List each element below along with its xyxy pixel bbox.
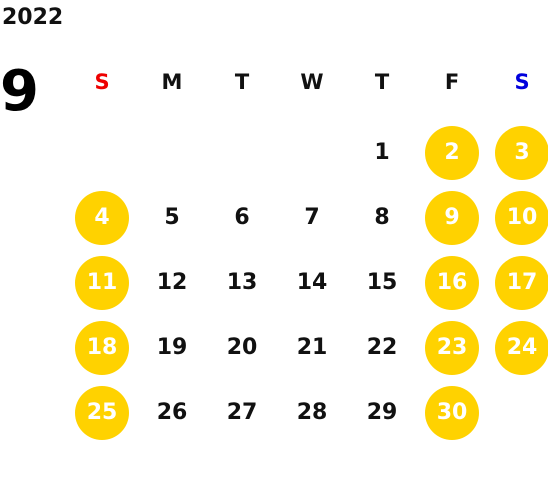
day-number: 13	[226, 270, 258, 295]
highlighted-day: 11	[75, 255, 129, 310]
day-cell[interactable]: 19	[137, 315, 207, 380]
highlighted-day: 23	[425, 320, 479, 375]
day-cell[interactable]: 23	[417, 315, 487, 380]
highlighted-day: 30	[425, 385, 479, 440]
day-cell[interactable]: 21	[277, 315, 347, 380]
day-cell[interactable]: 15	[347, 250, 417, 315]
day-number: 28	[296, 400, 328, 425]
day-cell[interactable]: 22	[347, 315, 417, 380]
day-cell[interactable]: 25	[67, 380, 137, 445]
day-cell[interactable]: 24	[487, 315, 548, 380]
day-cell[interactable]: 11	[67, 250, 137, 315]
day-number: 1	[374, 140, 390, 165]
day-number: 29	[366, 400, 398, 425]
day-number: 7	[304, 205, 320, 230]
day-cell[interactable]: 29	[347, 380, 417, 445]
highlighted-day: 2	[425, 125, 479, 180]
highlighted-day: 3	[495, 125, 548, 180]
calendar-month: 9	[0, 59, 39, 124]
weekday-monday: M	[161, 70, 183, 94]
highlighted-day: 17	[495, 255, 548, 310]
day-cell[interactable]: 14	[277, 250, 347, 315]
day-cell[interactable]: 7	[277, 185, 347, 250]
day-cell[interactable]: 28	[277, 380, 347, 445]
day-cell[interactable]: 13	[207, 250, 277, 315]
day-cell[interactable]: 18	[67, 315, 137, 380]
empty-day-cell	[137, 120, 207, 185]
highlighted-day: 18	[75, 320, 129, 375]
empty-day-cell	[67, 120, 137, 185]
day-number: 8	[374, 205, 390, 230]
highlighted-day: 25	[75, 385, 129, 440]
empty-day-cell	[277, 120, 347, 185]
day-number: 14	[296, 270, 328, 295]
weekday-header: S M T W T F S	[67, 62, 548, 102]
weekday-thursday: T	[374, 70, 390, 94]
highlighted-day: 16	[425, 255, 479, 310]
day-number: 19	[156, 335, 188, 360]
day-cell[interactable]: 16	[417, 250, 487, 315]
day-cell[interactable]: 17	[487, 250, 548, 315]
weekday-wednesday: W	[300, 70, 324, 94]
weekday-tuesday: T	[234, 70, 250, 94]
day-cell[interactable]: 27	[207, 380, 277, 445]
weekday-friday: F	[444, 70, 460, 94]
highlighted-day: 4	[75, 190, 129, 245]
day-number: 15	[366, 270, 398, 295]
day-cell[interactable]: 2	[417, 120, 487, 185]
day-cell[interactable]: 20	[207, 315, 277, 380]
day-number: 22	[366, 335, 398, 360]
day-number: 6	[234, 205, 250, 230]
day-cell[interactable]: 9	[417, 185, 487, 250]
day-number: 20	[226, 335, 258, 360]
day-cell[interactable]: 26	[137, 380, 207, 445]
day-number: 27	[226, 400, 258, 425]
day-cell[interactable]: 4	[67, 185, 137, 250]
day-cell[interactable]: 30	[417, 380, 487, 445]
calendar-year: 2022	[2, 5, 64, 30]
day-number: 12	[156, 270, 188, 295]
highlighted-day: 10	[495, 190, 548, 245]
highlighted-day: 24	[495, 320, 548, 375]
day-cell[interactable]: 3	[487, 120, 548, 185]
day-cell[interactable]: 5	[137, 185, 207, 250]
day-cell[interactable]: 1	[347, 120, 417, 185]
day-cell[interactable]: 8	[347, 185, 417, 250]
day-cell[interactable]: 12	[137, 250, 207, 315]
day-number: 5	[164, 205, 180, 230]
day-cell[interactable]: 6	[207, 185, 277, 250]
weekday-saturday: S	[514, 70, 530, 94]
day-number: 21	[296, 335, 328, 360]
day-cell[interactable]: 10	[487, 185, 548, 250]
day-number: 26	[156, 400, 188, 425]
weekday-sunday: S	[94, 70, 110, 94]
highlighted-day: 9	[425, 190, 479, 245]
empty-day-cell	[207, 120, 277, 185]
